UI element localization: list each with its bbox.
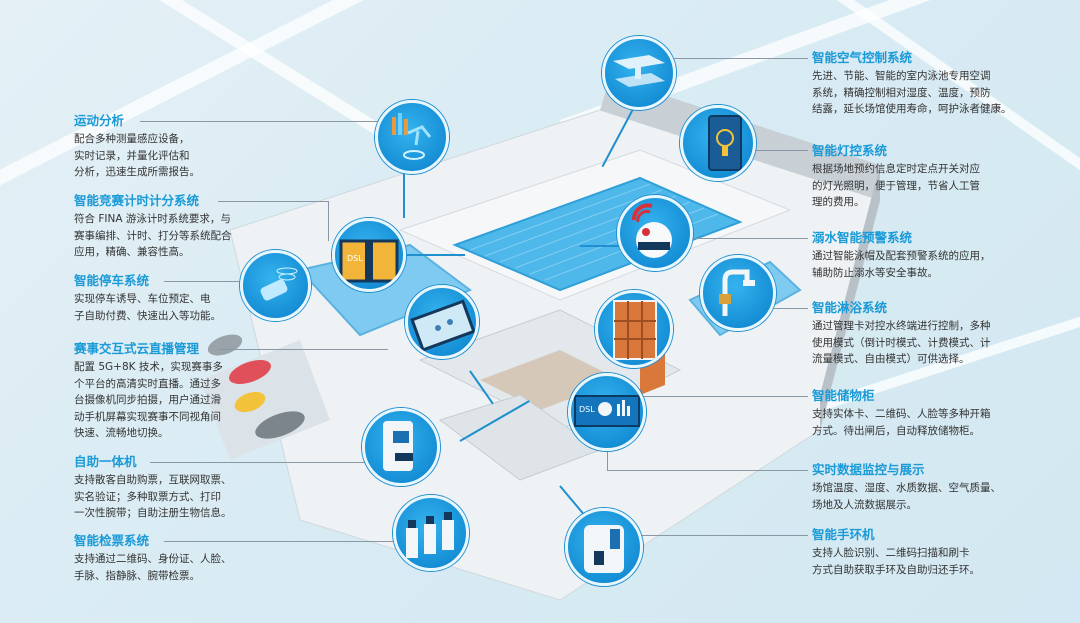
panel-desc-self-service-kiosk: 支持散客自助购票，互联网取票、实名验证；多种取票方式、打印一次性腕带；自助注册生…: [74, 474, 232, 519]
air-control-circle: [602, 36, 676, 110]
divider-line: [164, 281, 239, 282]
svg-text:DSL: DSL: [347, 254, 363, 263]
panel-title-smart-locker: 智能储物柜: [812, 388, 875, 403]
divider-line: [640, 535, 808, 536]
panel-desc-lighting-control: 根据场地预约信息定时定点开关对应的灯光照明，便于管理，节省人工管理的费用。: [812, 163, 980, 208]
live-broadcast-circle: [405, 285, 479, 359]
wristband-machine-circle: [565, 508, 643, 586]
panel-desc-motion-analysis: 配合多种测量感应设备，实时记录，并量化评估和分析，迅速生成所需报告。: [74, 133, 200, 178]
yellow-car: [234, 391, 266, 413]
panel-title-motion-analysis: 运动分析: [74, 113, 125, 128]
motion-analysis-circle: [375, 100, 449, 174]
divider-line: [328, 201, 329, 241]
connector-line: [403, 173, 405, 218]
touchpad-icon: DSL: [339, 239, 399, 283]
panel-desc-air-control: 先进、节能、智能的室内泳池专用空调系统，精确控制相对湿度、温度，预防结露，延长场…: [812, 70, 1012, 115]
divider-line: [740, 150, 808, 151]
connector-line: [400, 254, 465, 256]
panel-desc-wristband-machine: 支持人脸识别、二维码扫描和刷卡方式自助获取手环及自助归还手环。: [812, 547, 980, 576]
divider-line: [760, 308, 808, 309]
dashboard-screen-icon: DSL: [574, 395, 640, 427]
red-car: [229, 359, 271, 385]
divider-line: [690, 238, 808, 239]
light-bulb-panel-icon: [708, 115, 742, 171]
panel-title-ticket-check: 智能检票系统: [74, 533, 150, 548]
panel-desc-parking-system: 实现停车诱导、车位预定、电子自助付费、快速出入等功能。: [74, 293, 221, 322]
car-radar-icon: [260, 267, 298, 301]
panel-desc-shower-system: 通过管理卡对控水终端进行控制，多种使用模式（倒计时模式、计费模式、计流量模式、自…: [812, 320, 991, 365]
gray-car: [255, 411, 305, 439]
panel-desc-ticket-check: 支持通过二维码、身份证、人脸、手脉、指静脉、腕带检票。: [74, 553, 232, 582]
lighting-control-circle: [680, 105, 756, 181]
panel-title-live-broadcast: 赛事交互式云直播管理: [74, 341, 200, 356]
divider-line: [164, 541, 404, 542]
panel-title-parking-system: 智能停车系统: [74, 273, 150, 288]
panel-title-data-monitoring: 实时数据监控与展示: [812, 462, 925, 477]
shower-system-circle: [700, 255, 776, 331]
panel-title-wristband-machine: 智能手环机: [812, 527, 875, 542]
divider-line: [640, 396, 808, 397]
shower-faucet-icon: [719, 269, 755, 316]
panel-desc-live-broadcast: 配置 5G+8K 技术，实现赛事多个平台的高清实时直播。通过多台摄像机同步拍摄，…: [74, 361, 223, 439]
panel-title-self-service-kiosk: 自助一体机: [74, 454, 137, 469]
drowning-alert-circle: [617, 195, 693, 271]
kiosk-icon: [383, 421, 413, 471]
panel-desc-drowning-alert: 通过智能泳帽及配套预警系统的应用，辅助防止溺水等安全事故。: [812, 250, 991, 279]
panel-title-air-control: 智能空气控制系统: [812, 50, 913, 65]
self-service-kiosk-circle: [362, 408, 440, 486]
divider-line: [218, 201, 328, 202]
divider-line: [668, 58, 808, 59]
svg-text:DSL: DSL: [579, 405, 595, 414]
panel-title-lighting-control: 智能灯控系统: [812, 143, 888, 158]
panel-title-timing-system: 智能竞赛计时计分系统: [74, 193, 200, 208]
swimmer-sensor-icon: [392, 113, 432, 160]
panel-desc-smart-locker: 支持实体卡、二维码、人脸等多种开箱方式。待出闸后，自动释放储物柜。: [812, 408, 991, 437]
locker-icon: [613, 300, 657, 360]
divider-line: [218, 349, 388, 350]
divider-line: [607, 470, 808, 471]
smart-swim-cap-icon: [632, 203, 672, 258]
panel-title-shower-system: 智能淋浴系统: [812, 300, 888, 315]
data-monitoring-circle: DSL: [568, 373, 646, 451]
panel-desc-timing-system: 符合 FINA 游泳计时系统要求，与赛事编排、计时、打分等系统配合应用，精确、兼…: [74, 213, 232, 258]
parking-system-circle: [240, 250, 311, 321]
connector-line: [580, 245, 640, 247]
panel-title-drowning-alert: 溺水智能预警系统: [812, 230, 913, 245]
divider-line: [150, 462, 370, 463]
video-screen-icon: [410, 299, 476, 352]
panel-desc-data-monitoring: 场馆温度、湿度、水质数据、空气质量、场地及人流数据展示。: [812, 482, 1001, 511]
wristband-dispenser-icon: [584, 525, 624, 573]
hvac-unit-icon: [613, 55, 665, 87]
ticket-check-circle: [393, 495, 469, 571]
turnstile-gate-icon: [406, 512, 454, 558]
divider-line: [140, 121, 380, 122]
smart-locker-circle: [595, 290, 673, 368]
timing-system-circle: DSL: [332, 218, 406, 292]
